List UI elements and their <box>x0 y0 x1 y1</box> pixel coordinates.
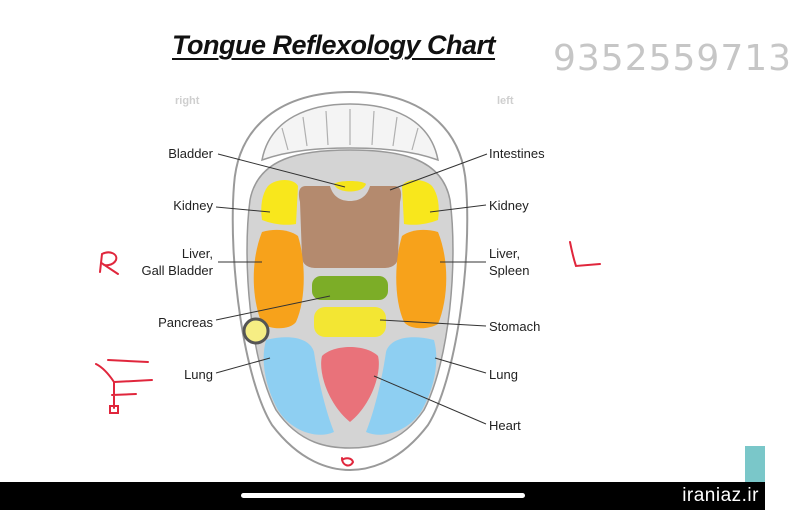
chart-title: Tongue Reflexology Chart <box>172 30 496 60</box>
label-stomach: Stomach <box>489 319 541 334</box>
zone-lung-right <box>366 337 437 435</box>
zone-stomach <box>314 307 386 337</box>
leader-lines <box>215 153 488 425</box>
label-lung-right: Lung <box>489 367 518 382</box>
video-thumbnail[interactable] <box>745 446 765 482</box>
side-label-left: left <box>497 95 514 107</box>
zone-kidney-left <box>261 180 298 225</box>
home-indicator[interactable] <box>241 493 525 498</box>
label-liver-right-line2: Spleen <box>489 263 530 278</box>
zone-intestines <box>298 186 402 268</box>
zone-bladder <box>334 181 366 192</box>
zone-pancreas <box>312 276 388 300</box>
handwritten-annotations <box>95 241 601 467</box>
zone-kidney-right <box>402 180 439 225</box>
watermark-text: iraniaz.ir <box>682 485 759 506</box>
zone-lung-left <box>263 337 334 435</box>
zone-liver-right <box>396 229 447 329</box>
label-intestines: Intestines <box>489 146 545 161</box>
label-liver-left-line2: Gall Bladder <box>141 263 213 278</box>
teeth-lines <box>281 109 419 151</box>
label-bladder: Bladder <box>168 146 213 161</box>
label-pancreas: Pancreas <box>158 315 213 330</box>
zone-heart <box>321 347 379 422</box>
label-liver-left-line1: Liver, <box>181 246 213 261</box>
label-liver-right-line1: Liver, <box>489 246 521 261</box>
phone-number-overlay: 9352559713 <box>553 38 792 79</box>
side-label-right: right <box>175 95 200 107</box>
zone-liver-left <box>253 229 304 329</box>
tongue-diagram <box>95 90 601 472</box>
label-kidney-left: Kidney <box>173 198 213 213</box>
label-heart: Heart <box>489 418 521 433</box>
label-kidney-right: Kidney <box>489 198 529 213</box>
label-lung-left: Lung <box>184 367 213 382</box>
cursor-highlight <box>242 317 270 345</box>
